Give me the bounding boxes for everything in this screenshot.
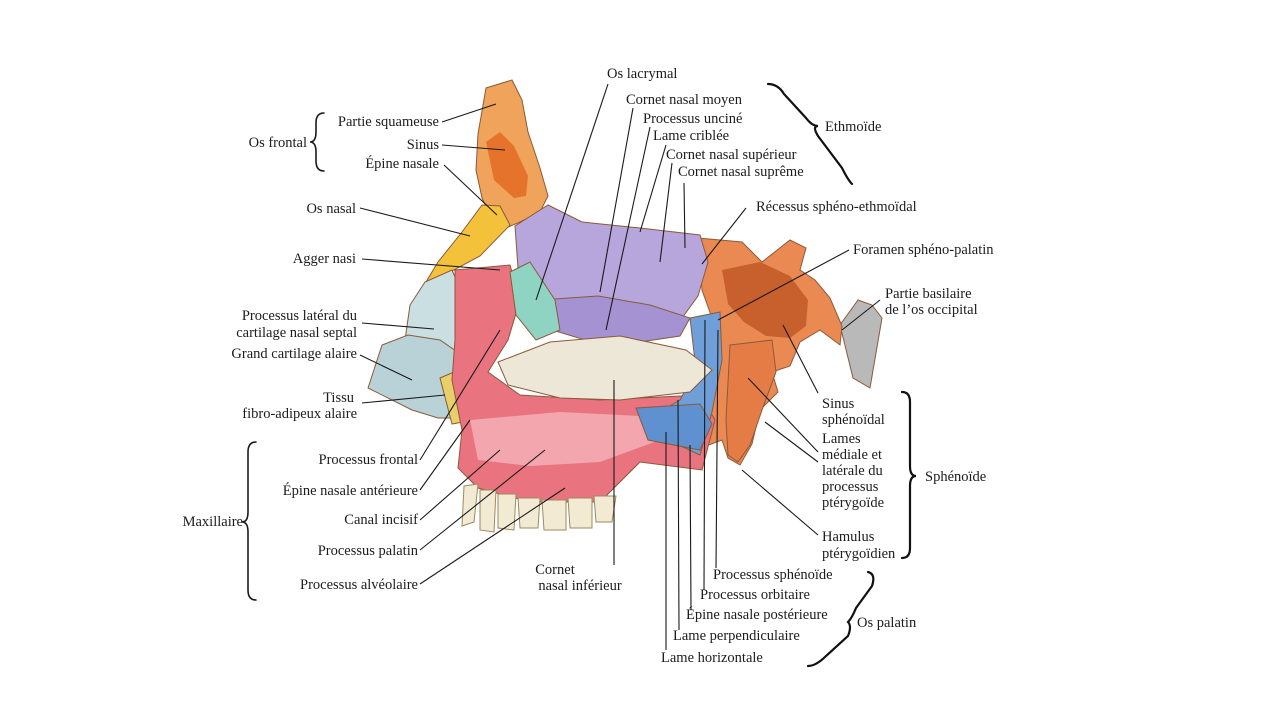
label-cornet-superieur: Cornet nasal supérieur — [666, 147, 797, 163]
label-lames-1: Lames — [822, 431, 861, 447]
label-maxillaire: Maxillaire — [183, 514, 243, 530]
label-lames-4: processus — [822, 479, 879, 495]
sphenoid-sinus-cavity — [722, 262, 808, 338]
label-tissu-1: Tissu — [323, 390, 354, 406]
palatine-horizontal-plate — [635, 403, 713, 451]
label-partie-basilaire-2: de l’os occipital — [885, 302, 978, 318]
maxilla-palatine-shelf — [470, 412, 660, 466]
brace-os-frontal — [309, 112, 325, 172]
label-cornet-inferieur-1: Cornet — [535, 562, 574, 578]
teeth-row — [461, 483, 617, 533]
labels: Os frontal Partie squameuse Sinus Épine … — [183, 66, 995, 666]
frontal-sinus — [486, 132, 528, 198]
lacrimal-bone — [509, 261, 561, 341]
brace-sphenoide — [900, 390, 917, 560]
label-tissu-2: fibro-adipeux alaire — [242, 406, 357, 422]
brace-ethmoide — [766, 82, 854, 186]
label-cornet-inferieur-2: nasal inférieur — [538, 578, 622, 594]
label-processus-sphenoide: Processus sphénoïde — [713, 567, 833, 583]
occipital-basilar-part — [839, 299, 883, 389]
label-cornet-supreme: Cornet nasal suprême — [678, 164, 804, 180]
leader-lines — [359, 83, 881, 650]
label-grand-cartilage-alaire: Grand cartilage alaire — [231, 346, 357, 362]
label-hamulus-2: ptérygoïdien — [822, 546, 896, 562]
brace-maxillaire — [241, 441, 257, 601]
braces — [241, 82, 917, 668]
brace-os-palatin — [806, 570, 875, 668]
label-os-nasal: Os nasal — [306, 201, 356, 217]
label-epine-nasale: Épine nasale — [365, 155, 439, 172]
label-lame-perpendiculaire: Lame perpendiculaire — [673, 628, 800, 644]
label-partie-basilaire-1: Partie basilaire — [885, 286, 972, 302]
label-epine-nasale-anterieure: Épine nasale antérieure — [283, 482, 418, 499]
label-processus-palatin: Processus palatin — [318, 543, 419, 559]
label-lames-2: médiale et — [822, 447, 882, 463]
label-processus-orbitaire: Processus orbitaire — [700, 587, 810, 603]
label-hamulus-1: Hamulus — [822, 529, 875, 545]
pterygoid-process — [725, 339, 777, 463]
label-cornet-moyen: Cornet nasal moyen — [626, 92, 743, 108]
label-recessus-spheno-ethmoidal: Récessus sphéno-ethmoïdal — [756, 199, 917, 215]
label-sinus-sphenoidal-1: Sinus — [822, 396, 855, 412]
label-sinus-frontal: Sinus — [407, 137, 440, 153]
label-processus-lateral-2: cartilage nasal septal — [236, 325, 357, 341]
inferior-concha — [497, 335, 713, 401]
label-sinus-sphenoidal-2: sphénoïdal — [822, 412, 885, 428]
anatomy-illustration — [367, 79, 883, 533]
label-agger-nasi: Agger nasi — [293, 251, 356, 267]
label-processus-frontal: Processus frontal — [319, 452, 418, 468]
label-canal-incisif: Canal incisif — [344, 512, 418, 528]
middle-concha — [539, 295, 691, 343]
label-os-lacrymal: Os lacrymal — [607, 66, 677, 82]
label-sphenoide: Sphénoïde — [925, 469, 986, 485]
label-processus-alveolaire: Processus alvéolaire — [300, 577, 418, 593]
label-os-frontal: Os frontal — [249, 135, 307, 151]
label-lame-criblee: Lame criblée — [653, 128, 729, 144]
label-lame-horizontale: Lame horizontale — [661, 650, 763, 666]
label-processus-uncine: Processus unciné — [643, 111, 742, 127]
label-ethmoide: Ethmoïde — [825, 119, 881, 135]
label-lames-3: latérale du — [822, 463, 883, 479]
label-partie-squameuse: Partie squameuse — [338, 114, 439, 130]
label-processus-lateral-1: Processus latéral du — [242, 308, 357, 324]
label-epine-nasale-posterieure: Épine nasale postérieure — [686, 606, 828, 623]
label-os-palatin: Os palatin — [857, 615, 917, 631]
label-foramen-spheno-palatin: Foramen sphéno-palatin — [853, 242, 994, 258]
label-lames-5: ptérygoïde — [822, 495, 884, 511]
